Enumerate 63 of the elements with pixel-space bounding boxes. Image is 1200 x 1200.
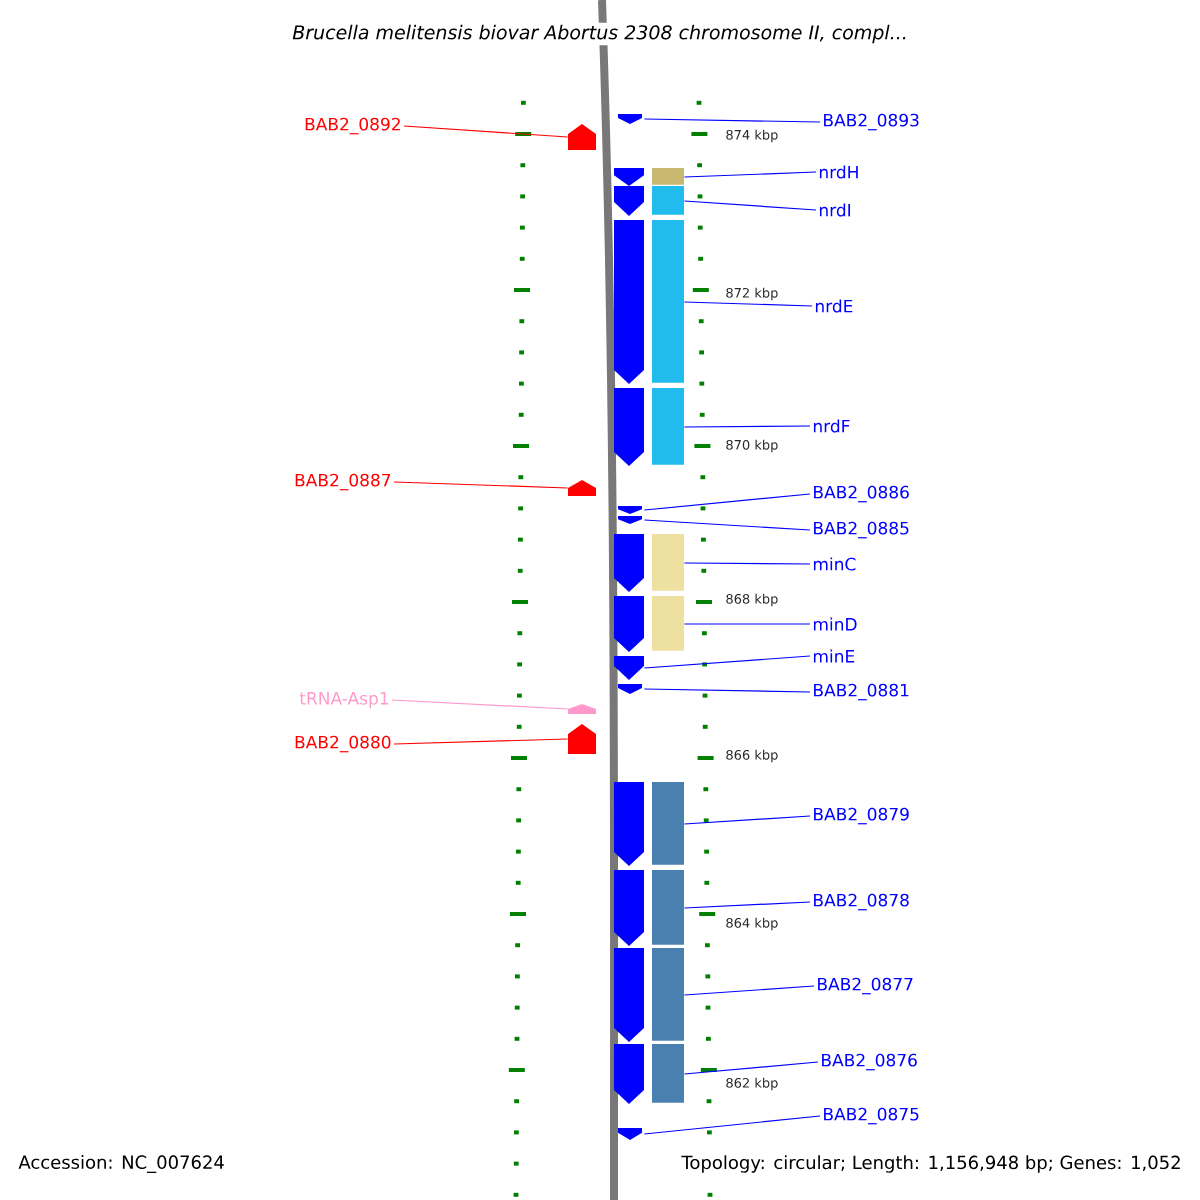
leader-line: [643, 118, 821, 123]
leader-line: [643, 1115, 821, 1135]
gene-label: BAB2_0885: [814, 521, 909, 539]
gene-block: [614, 870, 684, 946]
gene-label: BAB2_0875: [824, 1107, 919, 1125]
title: Brucella melitensis biovar Abortus 2308 chromosome II, compl...: [290, 22, 910, 46]
feature-marker: [568, 704, 596, 714]
leader-line: [683, 901, 811, 909]
feature-marker: [568, 480, 596, 496]
gene-label: BAB2_0893: [824, 113, 919, 131]
footer-text: Topology: circular; Length: 1,156,948 bp; Genes: 1,052: [679, 1153, 1184, 1175]
gene-label: nrdI: [819, 203, 851, 217]
leader-line: [683, 985, 815, 996]
gene-block: [614, 948, 684, 1042]
gene-label: BAB2_0878: [814, 893, 909, 911]
leader-line: [683, 1061, 819, 1075]
gene-block: [614, 186, 684, 216]
gene-label: nrdF: [813, 419, 850, 433]
gene-label: minC: [813, 557, 856, 571]
gene-block: [618, 684, 642, 694]
gene-label: minE: [813, 649, 855, 663]
gene-label: BAB2_0886: [814, 485, 909, 503]
leader-line: [683, 815, 811, 825]
leader-line: [643, 688, 811, 693]
leader-line: [683, 301, 813, 307]
gene-block: [614, 388, 684, 466]
leader-line: [683, 562, 811, 565]
gene-block: [614, 656, 644, 680]
gene-block: [618, 1128, 642, 1140]
leader-line: [683, 425, 811, 428]
gene-label: tRNA-Asp1: [299, 692, 389, 708]
gene-label: BAB2_0892: [305, 117, 400, 135]
leader-line: [683, 200, 817, 211]
gene-block: [614, 220, 684, 384]
gene-block: [618, 114, 642, 124]
feature-marker: [568, 724, 596, 754]
leader-line: [683, 623, 811, 625]
feature-marker: [568, 124, 596, 150]
leader-line: [391, 699, 569, 710]
leader-line: [643, 655, 811, 669]
gene-label: BAB2_0880: [295, 735, 391, 753]
leader-line: [393, 481, 569, 489]
leader-line: [643, 519, 811, 531]
leader-line: [683, 171, 817, 178]
gene-label: nrdH: [819, 165, 858, 179]
gene-label: minD: [813, 617, 857, 631]
gene-label: BAB2_0879: [814, 807, 909, 825]
gene-block: [614, 782, 684, 866]
gene-block: [614, 596, 684, 652]
gene-label: BAB2_0881: [814, 683, 909, 701]
gene-label: BAB2_0887: [295, 473, 391, 491]
gene-block: [618, 516, 642, 524]
gene-label: BAB2_0877: [818, 977, 913, 995]
gene-label: nrdE: [815, 299, 853, 313]
gene-block: [614, 534, 684, 592]
gene-block: [614, 168, 684, 186]
gene-block: [618, 506, 642, 514]
gene-block: [614, 1044, 684, 1104]
gene-label: BAB2_0876: [822, 1053, 917, 1071]
leader-line: [393, 738, 569, 745]
leader-line: [403, 125, 569, 138]
footer-text: Accession: NC_007624: [16, 1153, 227, 1175]
leader-line: [643, 493, 811, 511]
